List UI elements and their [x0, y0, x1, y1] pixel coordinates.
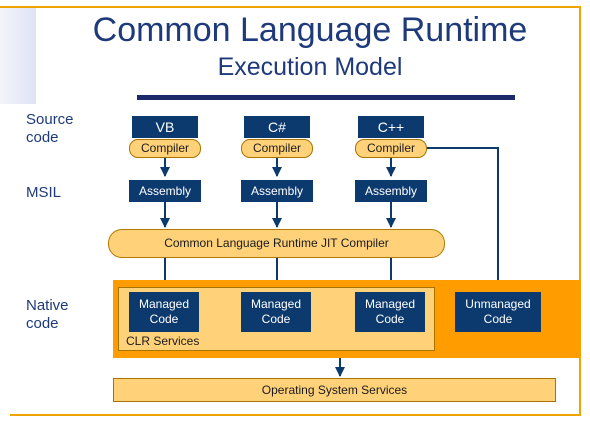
managed-code-line2: Code: [375, 312, 405, 326]
managed-code-line2: Code: [149, 312, 179, 326]
managed-code-box-3: Managed Code: [355, 292, 425, 332]
compiler-pill-csharp: Compiler: [241, 139, 313, 158]
row-label-source-line2: code: [26, 129, 59, 146]
slide-title: Common Language Runtime: [92, 11, 528, 49]
language-box-csharp: C#: [244, 116, 310, 138]
managed-code-box-2: Managed Code: [241, 292, 311, 332]
language-box-vb: VB: [132, 116, 198, 138]
row-label-native-line1: Native: [26, 297, 69, 314]
assembly-box-cpp: Assembly: [355, 180, 427, 202]
row-label-native-line2: code: [26, 315, 59, 332]
operating-system-services-bar: Operating System Services: [113, 378, 556, 402]
row-label-source-line1: Source: [26, 111, 74, 128]
managed-code-line1: Managed: [138, 297, 190, 311]
managed-code-box-1: Managed Code: [129, 292, 199, 332]
title-band-decoration: [0, 8, 36, 104]
managed-code-line1: Managed: [250, 297, 302, 311]
language-box-cpp: C++: [358, 116, 424, 138]
row-label-msil: MSIL: [26, 184, 62, 201]
assembly-box-csharp: Assembly: [241, 180, 313, 202]
jit-compiler-pill: Common Language Runtime JIT Compiler: [108, 229, 445, 258]
compiler-pill-cpp: Compiler: [355, 139, 427, 158]
managed-code-line1: Managed: [364, 297, 416, 311]
compiler-pill-vb: Compiler: [129, 139, 201, 158]
frame-top-line: [0, 6, 581, 8]
managed-code-line2: Code: [261, 312, 291, 326]
assembly-box-vb: Assembly: [129, 180, 201, 202]
unmanaged-code-line1: Unmanaged: [465, 297, 531, 311]
arrow-cpp-to-unmanaged: [426, 147, 503, 291]
clr-services-label: CLR Services: [126, 334, 200, 348]
frame-bottom-line: [10, 414, 581, 416]
title-underline: [137, 95, 515, 100]
slide-subtitle: Execution Model: [217, 53, 403, 81]
unmanaged-code-box: Unmanaged Code: [455, 292, 541, 332]
frame-right-line: [579, 6, 581, 416]
unmanaged-code-line2: Code: [483, 312, 513, 326]
